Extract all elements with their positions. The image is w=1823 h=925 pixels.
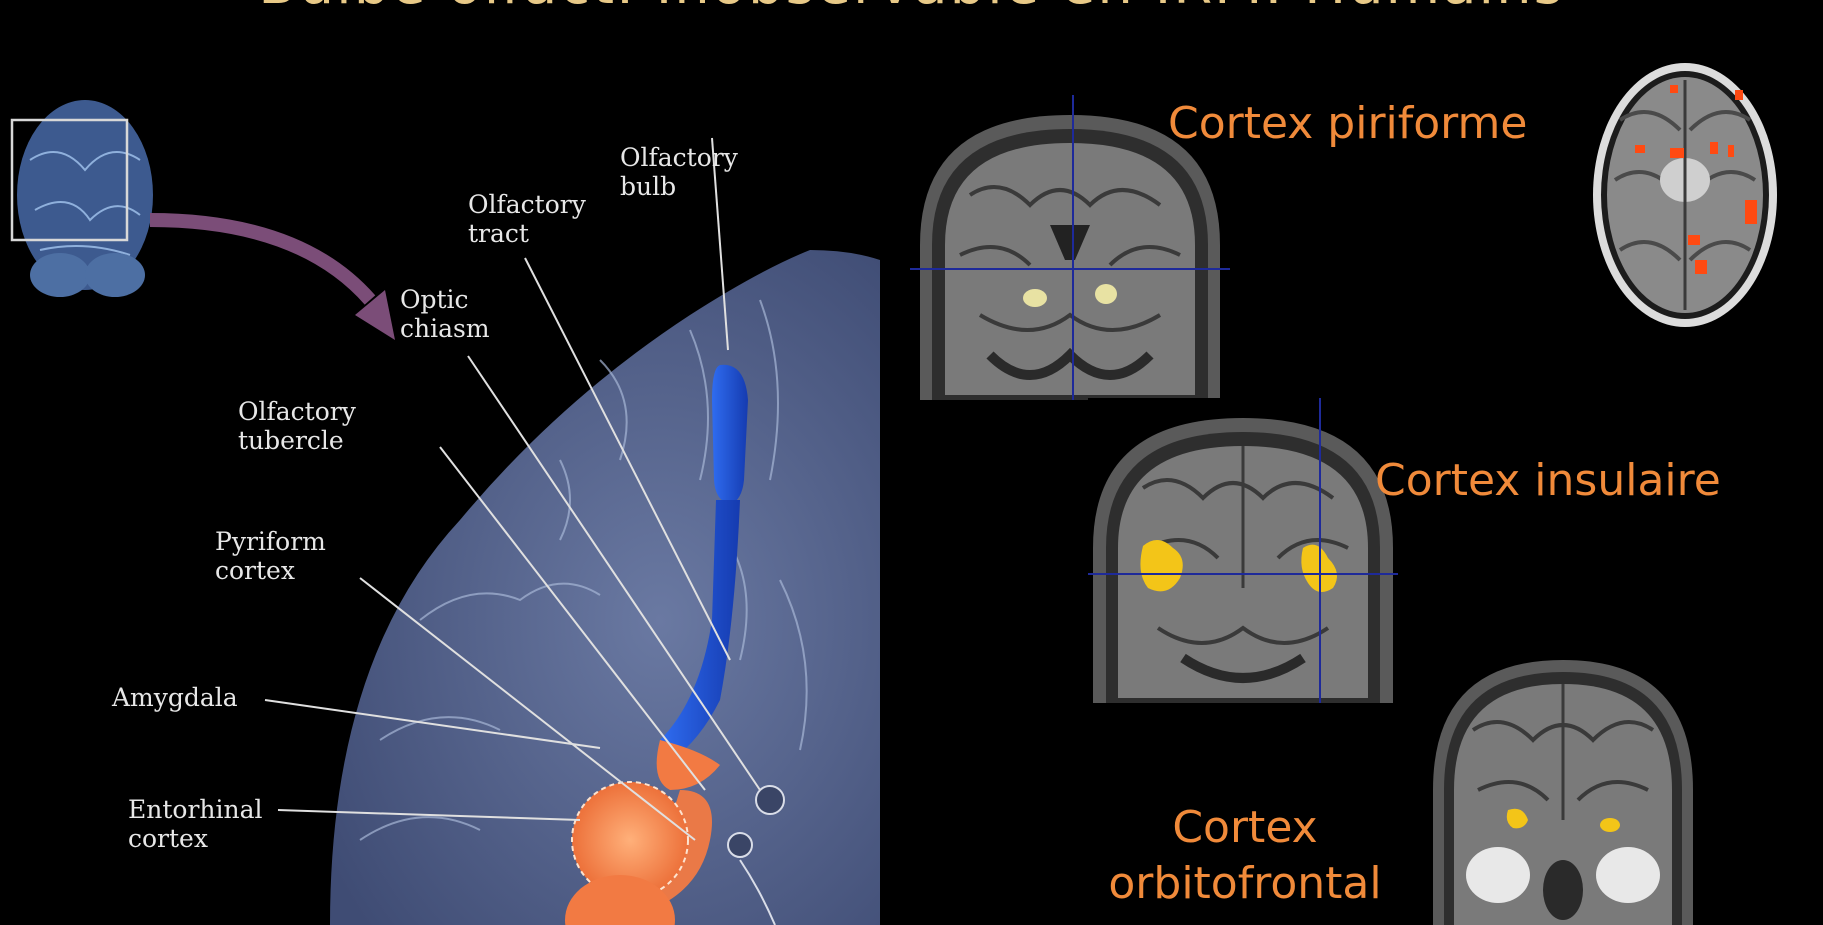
activation-right-orbitofrontal <box>1600 818 1620 832</box>
brain-section <box>330 250 880 925</box>
mri-coronal-insular <box>1088 398 1398 703</box>
olfactory-bulb-shape <box>712 365 748 505</box>
annotation-cortex-piriforme: Cortex piriforme <box>1168 98 1527 149</box>
label-optic-chiasm: Optic chiasm <box>400 285 490 343</box>
zoom-arrow <box>150 220 395 340</box>
activation-left-piriform <box>1023 289 1047 307</box>
brain-thumbnail <box>12 100 153 297</box>
annotation-cortex-orbitofrontal: Cortex orbitofrontal <box>1100 800 1390 912</box>
label-olfactory-bulb: Olfactory bulb <box>620 143 750 201</box>
label-entorhinal-cortex: Entorhinal cortex <box>128 795 273 853</box>
label-olfactory-tubercle: Olfactory tubercle <box>238 397 363 455</box>
label-amygdala: Amygdala <box>112 683 272 712</box>
label-pyriform-cortex: Pyriform cortex <box>215 527 325 585</box>
mri-axial <box>1590 60 1780 330</box>
annotation-cortex-insulaire: Cortex insulaire <box>1375 455 1721 506</box>
label-olfactory-tract: Olfactory tract <box>468 190 588 248</box>
mri-coronal-orbitofrontal <box>1428 650 1698 925</box>
activation-right-piriform <box>1095 284 1117 304</box>
slide-title: Bulbe olfact. Inobservable en IRM. Humai… <box>0 0 1823 17</box>
